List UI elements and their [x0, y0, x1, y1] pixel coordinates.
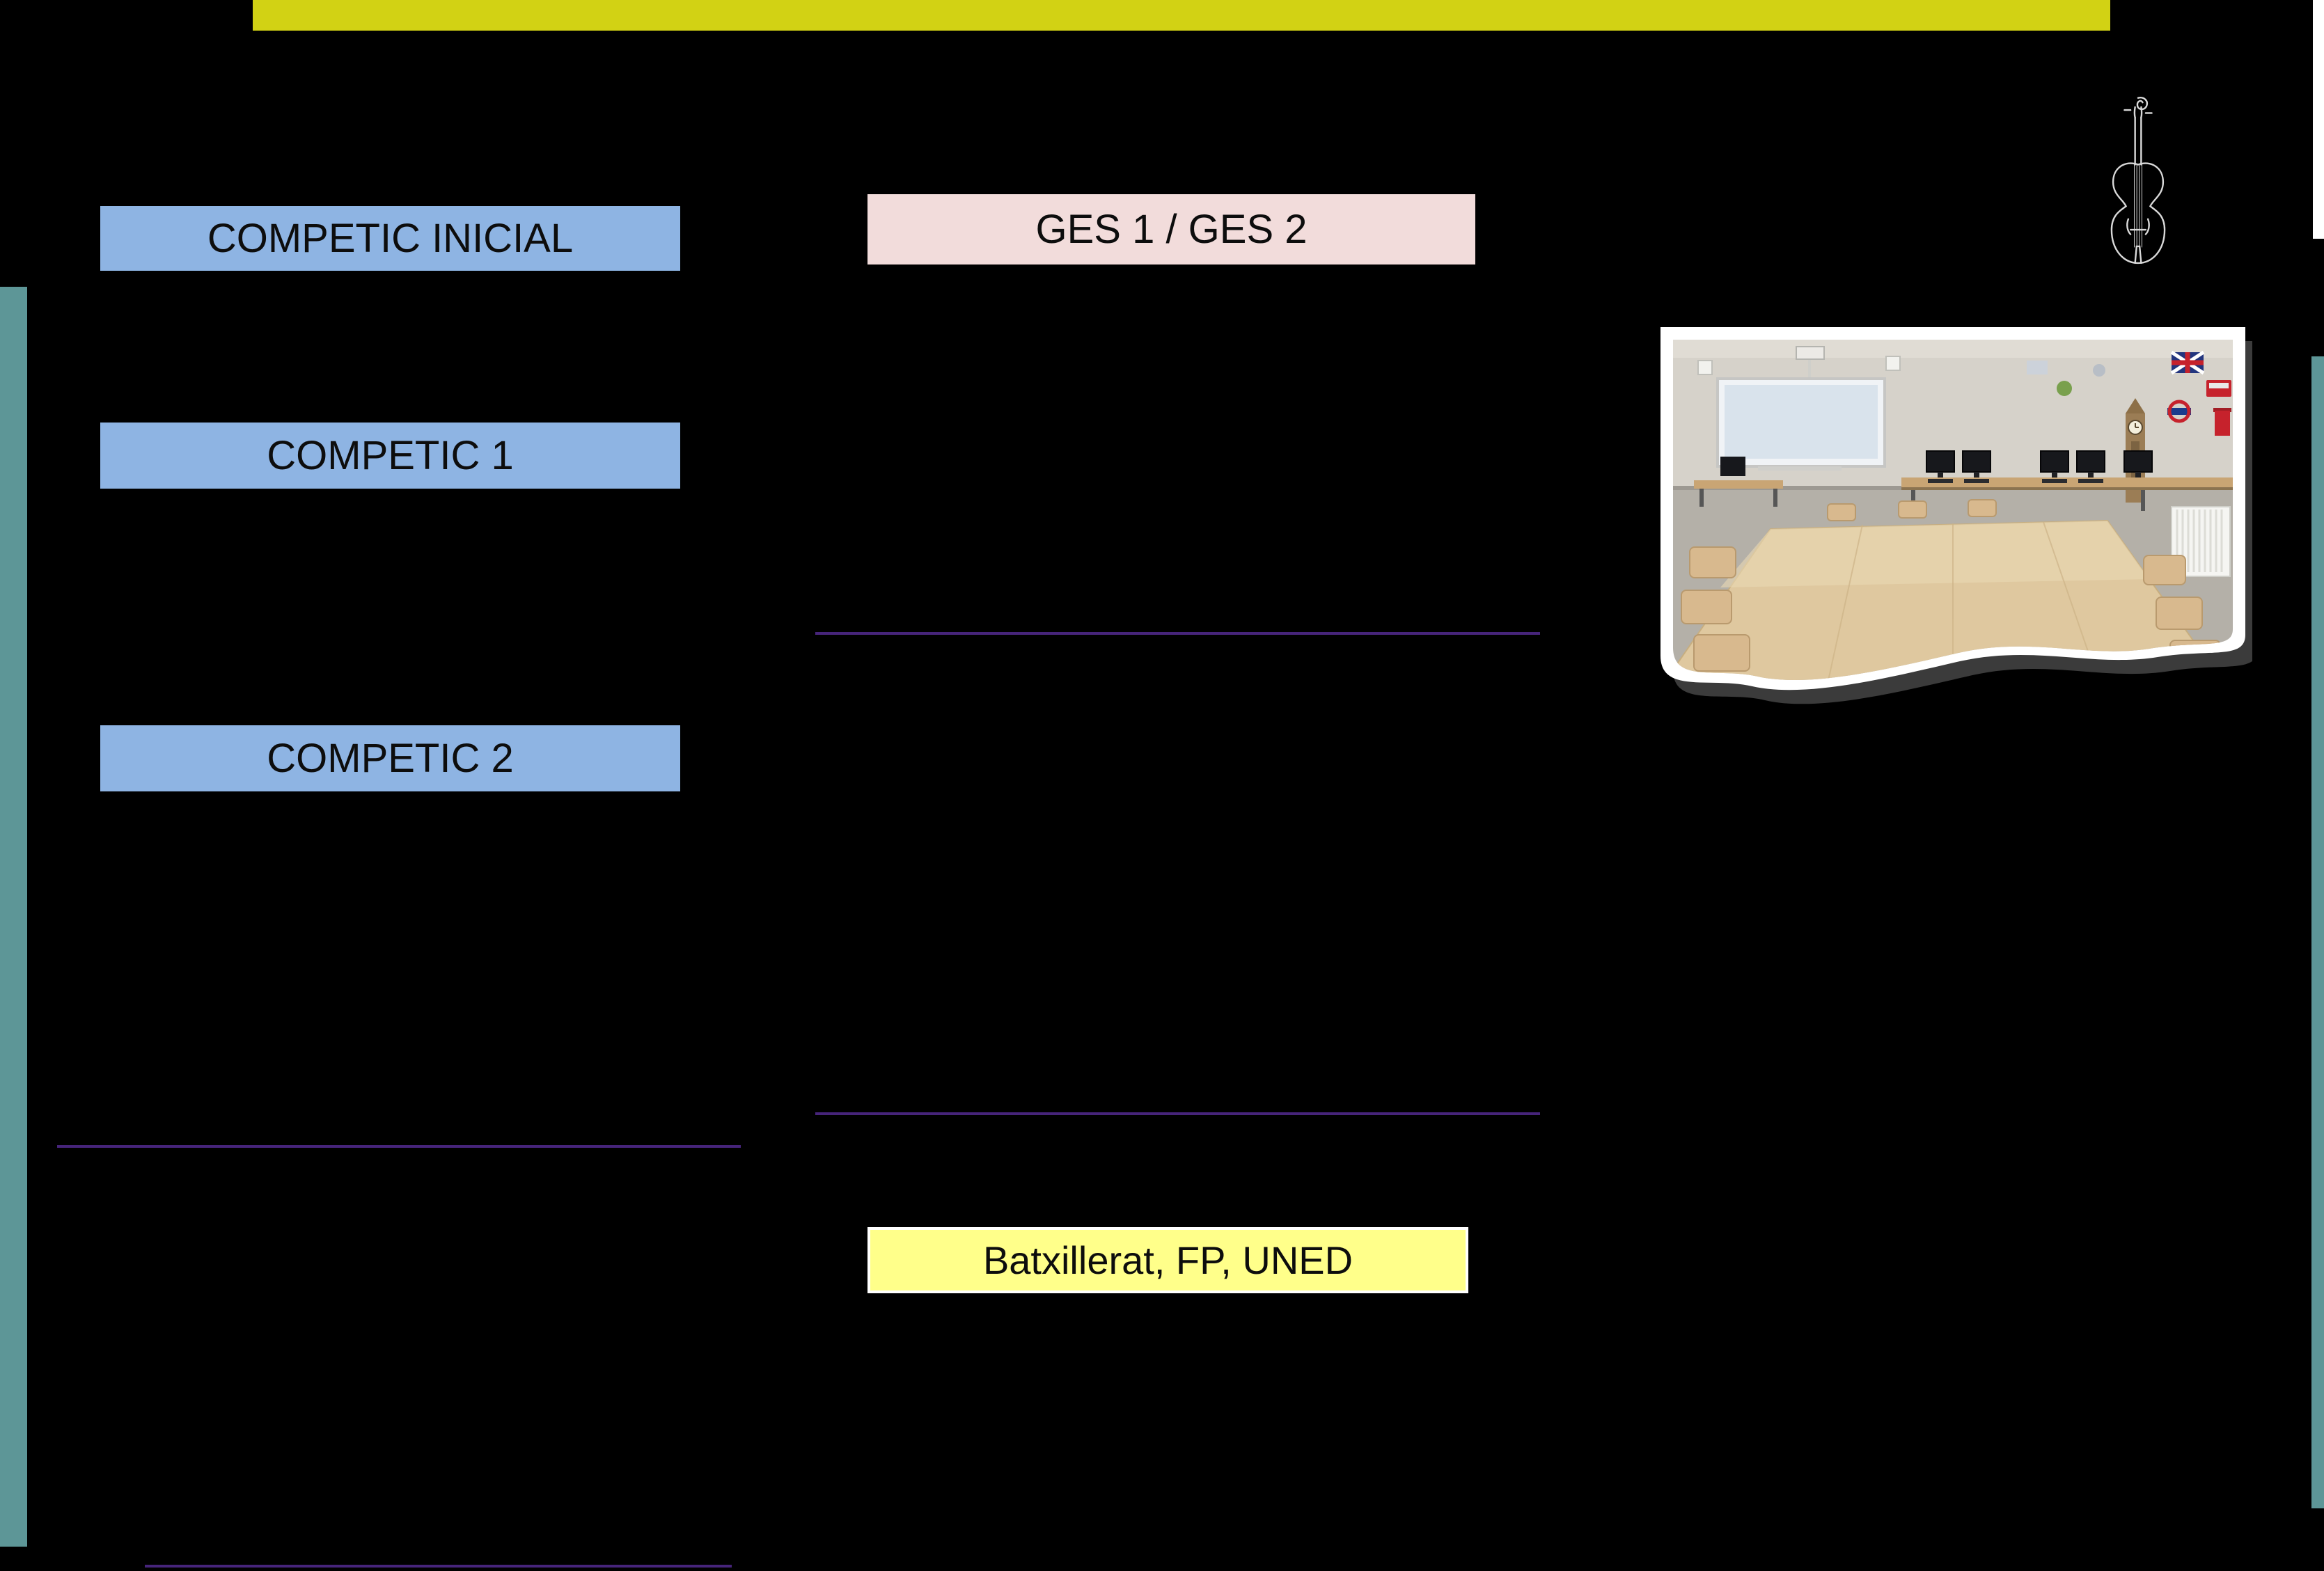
violin-icon [2110, 97, 2166, 265]
whiteboard [1716, 377, 1886, 471]
divider-line [815, 632, 1540, 635]
box-ges: GES 1 / GES 2 [867, 194, 1475, 265]
photo-content [1673, 340, 2233, 681]
box-batxillerat: Batxillerat, FP, UNED [867, 1227, 1468, 1293]
divider-line [815, 1112, 1540, 1115]
left-accent-bar [0, 287, 27, 1547]
box-batxillerat-label: Batxillerat, FP, UNED [982, 1238, 1353, 1282]
box-competic-1-label: COMPETIC 1 [267, 433, 514, 478]
top-accent-bar [253, 0, 2110, 31]
computer-desks [1694, 450, 2233, 511]
box-competic-inicial: COMPETIC INICIAL [100, 206, 680, 271]
box-competic-1: COMPETIC 1 [100, 423, 680, 489]
classroom-photo [1660, 327, 2252, 704]
divider-line [145, 1565, 732, 1568]
box-ges-label: GES 1 / GES 2 [1035, 207, 1308, 252]
box-competic-2: COMPETIC 2 [100, 725, 680, 791]
box-competic-inicial-label: COMPETIC INICIAL [207, 216, 574, 261]
meeting-table [1673, 519, 2231, 681]
right-accent-bar [2311, 356, 2324, 1508]
box-competic-2-label: COMPETIC 2 [267, 736, 514, 781]
corner-white-strip [2313, 0, 2324, 239]
divider-line [57, 1145, 741, 1148]
